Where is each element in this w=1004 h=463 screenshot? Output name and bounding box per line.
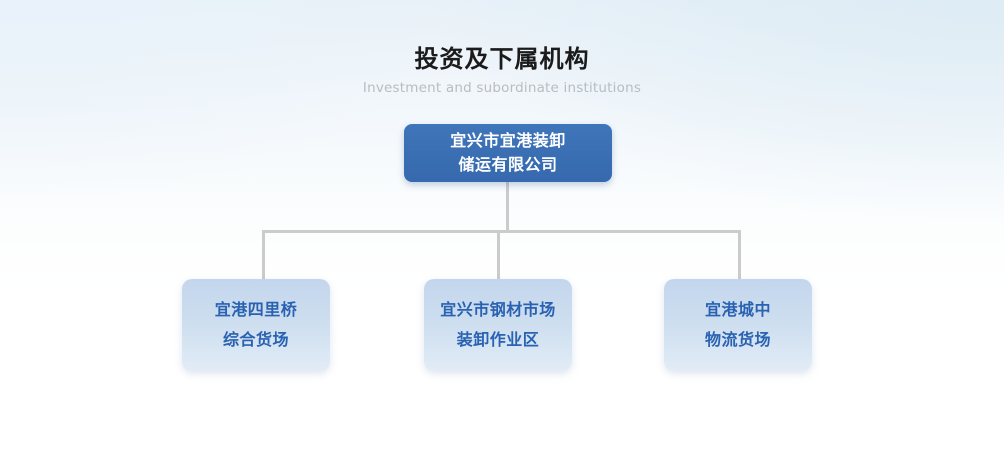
connector-drop-child-1 bbox=[262, 230, 265, 280]
connector-horizontal-bus bbox=[262, 230, 741, 233]
connector-drop-child-3 bbox=[738, 230, 741, 280]
connector-root-stem bbox=[506, 181, 509, 232]
org-node-child-2[interactable]: 宜兴市钢材市场 装卸作业区 bbox=[424, 279, 572, 371]
page-subtitle: Investment and subordinate institutions bbox=[362, 80, 642, 96]
org-node-child-3-label: 宜港城中 物流货场 bbox=[704, 300, 771, 349]
org-node-child-1-label: 宜港四里桥 综合货场 bbox=[214, 300, 298, 349]
org-node-root-label: 宜兴市宜港装卸 储运有限公司 bbox=[450, 131, 566, 174]
org-node-child-3[interactable]: 宜港城中 物流货场 bbox=[664, 279, 812, 371]
org-node-child-2-label: 宜兴市钢材市场 装卸作业区 bbox=[440, 300, 556, 349]
connector-drop-child-2 bbox=[497, 230, 500, 280]
page-title: 投资及下属机构 bbox=[414, 45, 590, 73]
org-node-child-1[interactable]: 宜港四里桥 综合货场 bbox=[182, 279, 330, 371]
org-node-root[interactable]: 宜兴市宜港装卸 储运有限公司 bbox=[404, 124, 612, 182]
page-heading: 投资及下属机构 Investment and subordinate insti… bbox=[0, 44, 1004, 97]
